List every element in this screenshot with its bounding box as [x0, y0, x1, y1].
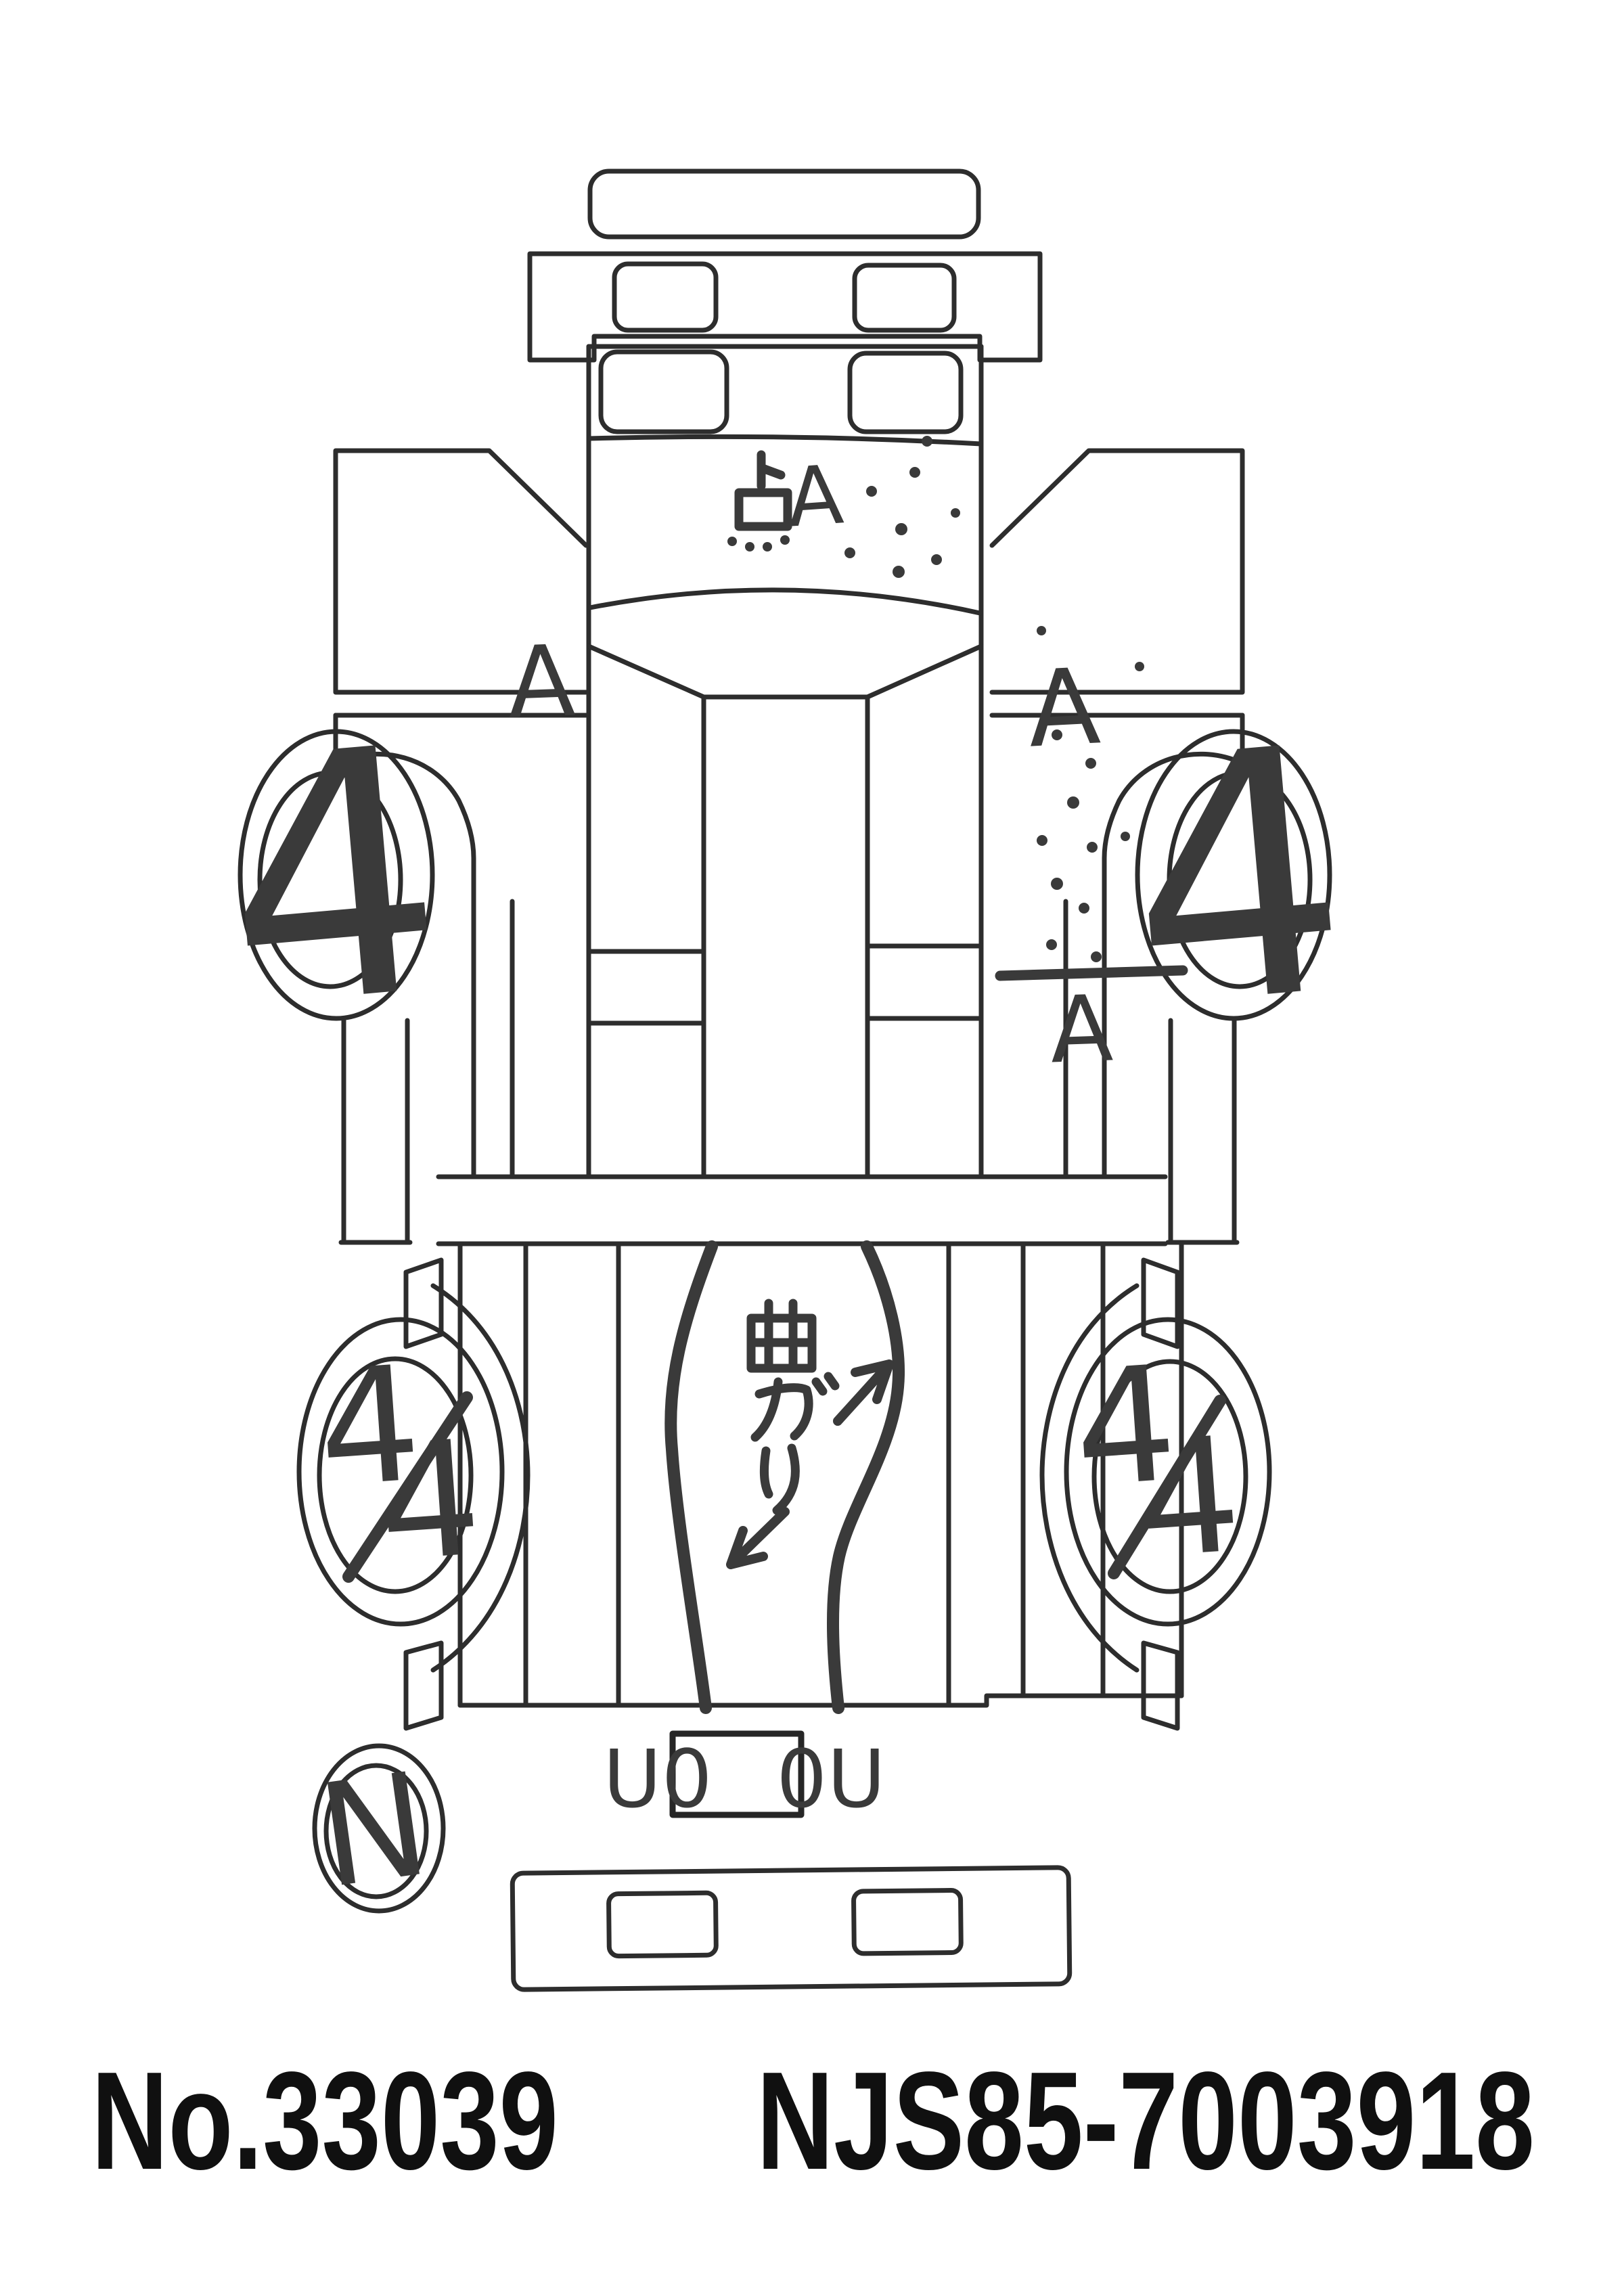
rear-right-grade: 4 4	[1068, 1332, 1246, 1594]
front-right-grade: 4	[1113, 673, 1362, 1085]
hitch-note-left: U0	[603, 1732, 712, 1826]
front-wheel-left	[238, 729, 435, 1021]
front-wheel-right	[1135, 729, 1332, 1021]
n-stamp-inner-ring	[323, 1763, 429, 1899]
cab-window-left	[598, 349, 729, 434]
ri-kana-glyph	[759, 1443, 800, 1515]
roof-note: A	[727, 448, 846, 552]
rear-wheel-right	[1039, 1257, 1272, 1731]
ten-kanji-glyph	[727, 450, 792, 552]
rear-right-tire	[1064, 1317, 1272, 1627]
front-left-grade: 4	[209, 673, 458, 1085]
rear-left-rim	[317, 1356, 474, 1594]
frame-rails-straight	[701, 694, 870, 1179]
bed-slats	[457, 1241, 1184, 1708]
rear-left-flap-bottom	[403, 1640, 444, 1731]
cab-back-taper	[586, 644, 984, 700]
bed-bottom-edge	[457, 1693, 1184, 1708]
rear-bumper-pad-right	[851, 1888, 964, 1956]
rear-right-grade-slash	[1108, 1395, 1226, 1579]
rear-right-fender-arc	[1039, 1283, 1140, 1673]
front-fender-right	[1063, 713, 1245, 1179]
rear-wheel-left	[296, 1257, 531, 1731]
rear-bumper-pad-left	[606, 1890, 719, 1959]
footer: No.33039 NJS85-7003918	[91, 2043, 1535, 2199]
bend-arrow-upper	[833, 1359, 894, 1426]
chassis-number: NJS85-7003918	[757, 2043, 1535, 2199]
door-panel-right	[989, 448, 1245, 718]
headlight-right	[852, 263, 957, 333]
hitch-box	[669, 1730, 805, 1818]
rear-left-tire	[296, 1317, 505, 1627]
rear-left-grade-bottom: 4	[373, 1406, 487, 1598]
windshield-curve	[587, 587, 983, 616]
cab-step-lines	[586, 943, 984, 1026]
rear-left-fender-arc	[430, 1283, 531, 1673]
paint-chip-dots-roof	[844, 436, 960, 578]
front-left-tire	[238, 729, 435, 1021]
rear-right-rim	[1091, 1359, 1248, 1594]
cab-back-band	[436, 1174, 1168, 1246]
rear-left-grade-slash	[342, 1391, 473, 1583]
front-left-rim	[257, 770, 403, 989]
hitch-note-right: 0U	[776, 1732, 885, 1826]
rear-right-grade-bottom: 4	[1133, 1403, 1246, 1594]
bent-rail-left	[664, 1240, 718, 1714]
rear-right-flap-bottom	[1141, 1640, 1180, 1731]
underline-letter: A	[1048, 975, 1114, 1083]
bend-arrow-lower	[726, 1507, 790, 1569]
front-fender-left	[333, 713, 515, 1179]
roof-note-letter: A	[784, 448, 847, 545]
panel-letter-right: A	[1024, 645, 1102, 771]
rear-bumper-outline	[510, 1865, 1073, 1992]
sheet-number: No.33039	[91, 2043, 558, 2199]
rear-left-grade: 4 4	[313, 1332, 487, 1598]
rear-bumper	[510, 1865, 1073, 1992]
underline-mark	[995, 965, 1188, 981]
door-panel-left	[333, 448, 589, 718]
panel-letter-left: A	[505, 624, 577, 740]
headlight-left	[612, 261, 719, 333]
truck-outline	[238, 168, 1332, 1992]
n-stamp-letter: N	[310, 1741, 438, 1920]
n-stamp-circle	[312, 1743, 446, 1914]
paint-chip-dots-right-panel	[1037, 626, 1144, 962]
sill-left	[338, 1018, 413, 1245]
front-right-tire	[1135, 729, 1332, 1021]
ga-kana-glyph	[750, 1372, 840, 1442]
cab-window-right	[847, 351, 964, 434]
bent-rail-right	[827, 1240, 905, 1714]
annotations: A A A A 4 4 4 4	[209, 436, 1362, 1920]
magari-label	[746, 1299, 840, 1515]
sill-right	[1165, 1018, 1240, 1245]
front-bumper	[587, 168, 981, 240]
n-stamp-outer-ring	[312, 1743, 446, 1914]
front-grille-panel	[527, 251, 1043, 363]
kyoku-kanji-glyph	[746, 1299, 817, 1373]
rear-right-flap-top	[1141, 1257, 1180, 1349]
front-right-rim	[1167, 770, 1313, 989]
